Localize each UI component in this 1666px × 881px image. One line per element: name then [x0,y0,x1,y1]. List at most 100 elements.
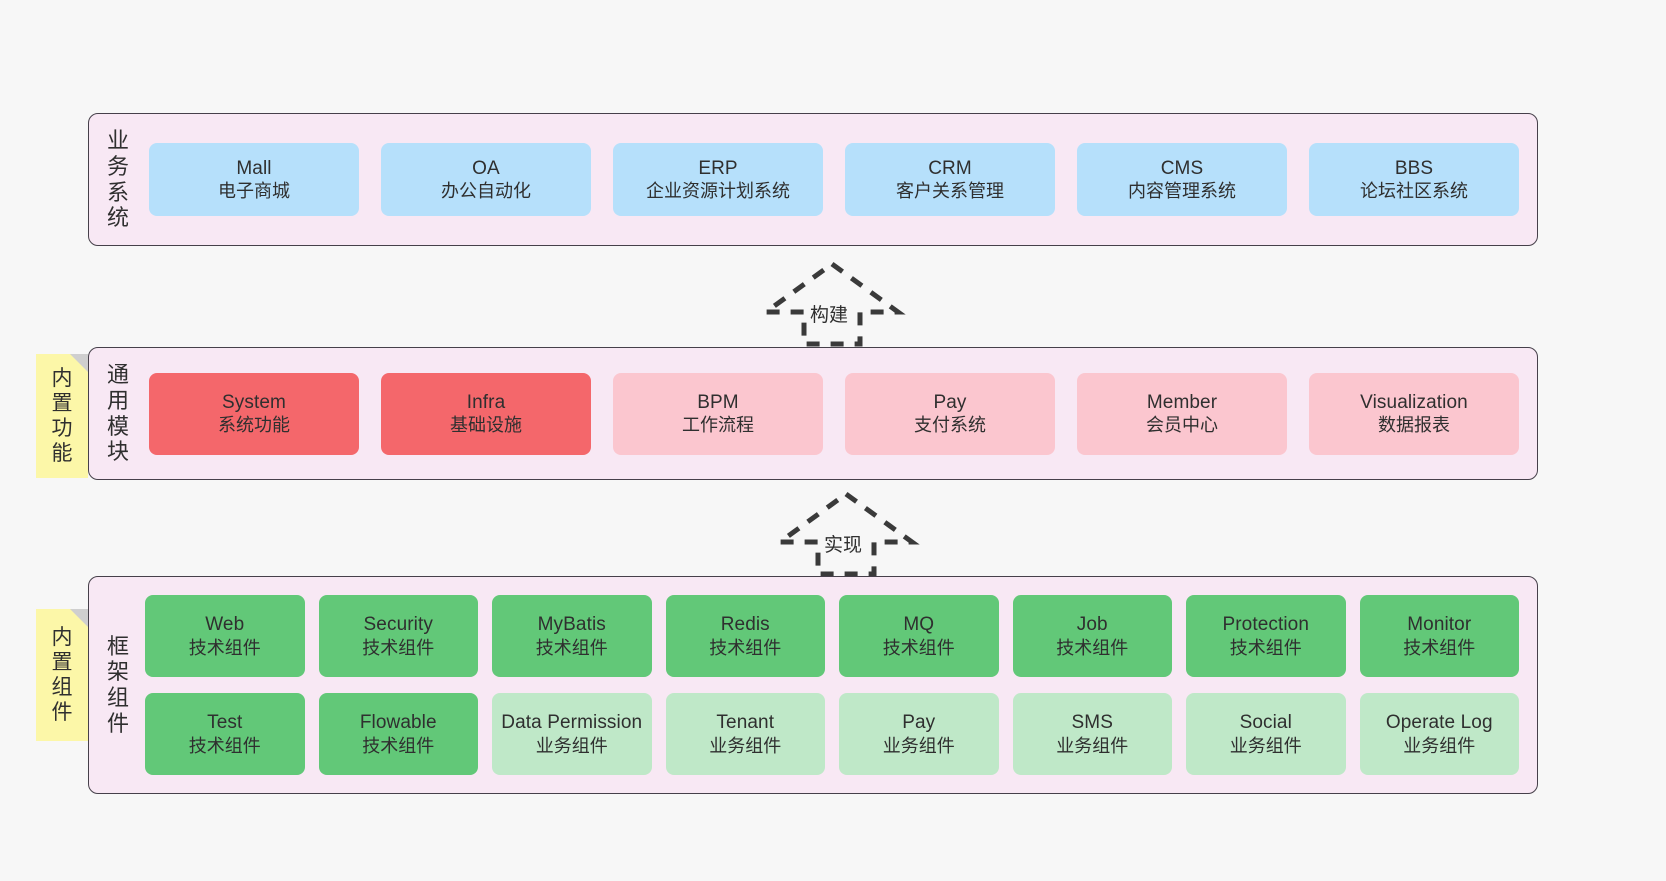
node-subtitle: 业务组件 [709,735,782,756]
node-title: BPM [697,391,739,413]
node-erp[interactable]: ERP 企业资源计划系统 [613,143,823,216]
node-mq[interactable]: MQ 技术组件 [839,595,999,677]
note-char: 组 [51,676,73,699]
arrow-label-build: 构建 [810,305,849,326]
node-security[interactable]: Security 技术组件 [318,595,478,677]
node-subtitle: 支付系统 [914,415,986,436]
node-title: Infra [466,391,506,413]
layer-title-common-modules: 通 用 模 块 [89,348,139,479]
arrow-build-up: 构建 [752,258,912,350]
node-bpm[interactable]: BPM 工作流程 [613,372,823,455]
node-title: Data Permission [501,712,643,734]
node-subtitle: 内容管理系统 [1128,181,1236,202]
node-row: Test 技术组件 Flowable 技术组件 Data Permission … [145,693,1519,775]
node-job[interactable]: Job 技术组件 [1012,595,1172,677]
node-member[interactable]: Member 会员中心 [1077,372,1287,455]
node-mybatis[interactable]: MyBatis 技术组件 [492,595,652,677]
note-fold-corner-icon [70,354,88,372]
node-infra[interactable]: Infra 基础设施 [381,372,591,455]
node-title: Social [1239,712,1292,734]
node-subtitle: 技术组件 [362,735,435,756]
node-visualization[interactable]: Visualization 数据报表 [1309,372,1519,455]
node-subtitle: 客户关系管理 [896,181,1004,202]
node-subtitle: 业务组件 [882,735,955,756]
node-title: Tenant [716,712,775,734]
node-row: System 系统功能 Infra 基础设施 BPM 工作流程 Pay 支付系统… [149,372,1519,455]
node-social[interactable]: Social 业务组件 [1186,693,1346,775]
node-subtitle: 技术组件 [882,637,955,658]
layer-title-char: 用 [106,387,129,413]
node-row: Mall 电子商城 OA 办公自动化 ERP 企业资源计划系统 CRM 客户关系… [149,143,1519,216]
node-title: ERP [698,157,738,179]
node-subtitle: 工作流程 [682,415,754,436]
note-fold-corner-icon [70,609,88,627]
layer-title-char: 系 [106,179,129,205]
node-flowable[interactable]: Flowable 技术组件 [318,693,478,775]
node-title: Job [1076,614,1108,636]
node-cms[interactable]: CMS 内容管理系统 [1077,143,1287,216]
node-title: Redis [720,614,770,636]
node-test[interactable]: Test 技术组件 [145,693,305,775]
node-subtitle: 技术组件 [188,637,261,658]
node-protection[interactable]: Protection 技术组件 [1186,595,1346,677]
node-title: Member [1146,391,1218,413]
node-row: Web 技术组件 Security 技术组件 MyBatis 技术组件 Redi… [145,595,1519,677]
node-operate-log[interactable]: Operate Log 业务组件 [1359,693,1519,775]
node-subtitle: 技术组件 [1229,637,1302,658]
layer-title-char: 框 [106,633,129,659]
node-title: Security [363,614,433,636]
node-web[interactable]: Web 技术组件 [145,595,305,677]
layer-title-char: 通 [106,362,129,388]
node-title: Pay [933,391,967,413]
node-title: MQ [903,614,935,636]
node-subtitle: 技术组件 [362,637,435,658]
node-redis[interactable]: Redis 技术组件 [665,595,825,677]
layer-title-business-systems: 业 务 系 统 [89,114,139,245]
node-pay-business[interactable]: Pay 业务组件 [839,693,999,775]
arrow-outline-icon [772,490,920,577]
node-title: Monitor [1407,614,1472,636]
layer-body-business-systems: Mall 电子商城 OA 办公自动化 ERP 企业资源计划系统 CRM 客户关系… [139,114,1537,245]
arrow-outline-icon [758,260,906,347]
node-title: SMS [1071,712,1113,734]
node-subtitle: 会员中心 [1146,415,1218,436]
node-subtitle: 技术组件 [188,735,261,756]
layer-body-framework-components: Web 技术组件 Security 技术组件 MyBatis 技术组件 Redi… [139,577,1537,793]
node-subtitle: 技术组件 [1403,637,1476,658]
layer-title-framework-components: 框 架 组 件 [89,577,139,793]
note-char: 件 [51,701,73,725]
node-title: OA [472,157,500,179]
node-sms[interactable]: SMS 业务组件 [1012,693,1172,775]
node-subtitle: 基础设施 [450,415,522,436]
layer-title-char: 务 [106,153,129,179]
node-oa[interactable]: OA 办公自动化 [381,143,591,216]
node-data-permission[interactable]: Data Permission 业务组件 [492,693,652,775]
note-char: 内 [51,366,73,390]
node-mall[interactable]: Mall 电子商城 [149,143,359,216]
layer-title-char: 模 [106,413,129,439]
node-crm[interactable]: CRM 客户关系管理 [845,143,1055,216]
layer-title-char: 业 [106,128,129,154]
node-tenant[interactable]: Tenant 业务组件 [665,693,825,775]
layer-business-systems: 业 务 系 统 Mall 电子商城 OA 办公自动化 ERP 企业资源计划系统 [88,113,1538,246]
node-system[interactable]: System 系统功能 [149,372,359,455]
note-char: 置 [51,650,73,674]
node-subtitle: 技术组件 [709,637,782,658]
node-title: Operate Log [1385,712,1493,734]
node-subtitle: 技术组件 [1056,637,1129,658]
arrow-implement-up: 实现 [766,488,926,580]
layer-title-char: 统 [106,205,129,231]
node-subtitle: 业务组件 [535,735,608,756]
node-bbs[interactable]: BBS 论坛社区系统 [1309,143,1519,216]
layer-body-common-modules: System 系统功能 Infra 基础设施 BPM 工作流程 Pay 支付系统… [139,348,1537,479]
node-pay[interactable]: Pay 支付系统 [845,372,1055,455]
node-monitor[interactable]: Monitor 技术组件 [1359,595,1519,677]
node-title: System [222,391,286,413]
node-subtitle: 论坛社区系统 [1360,181,1468,202]
layer-title-char: 架 [106,659,129,685]
node-subtitle: 电子商城 [218,181,290,202]
note-char: 置 [51,391,73,415]
arrow-label-implement: 实现 [824,535,863,556]
node-subtitle: 办公自动化 [441,181,531,202]
